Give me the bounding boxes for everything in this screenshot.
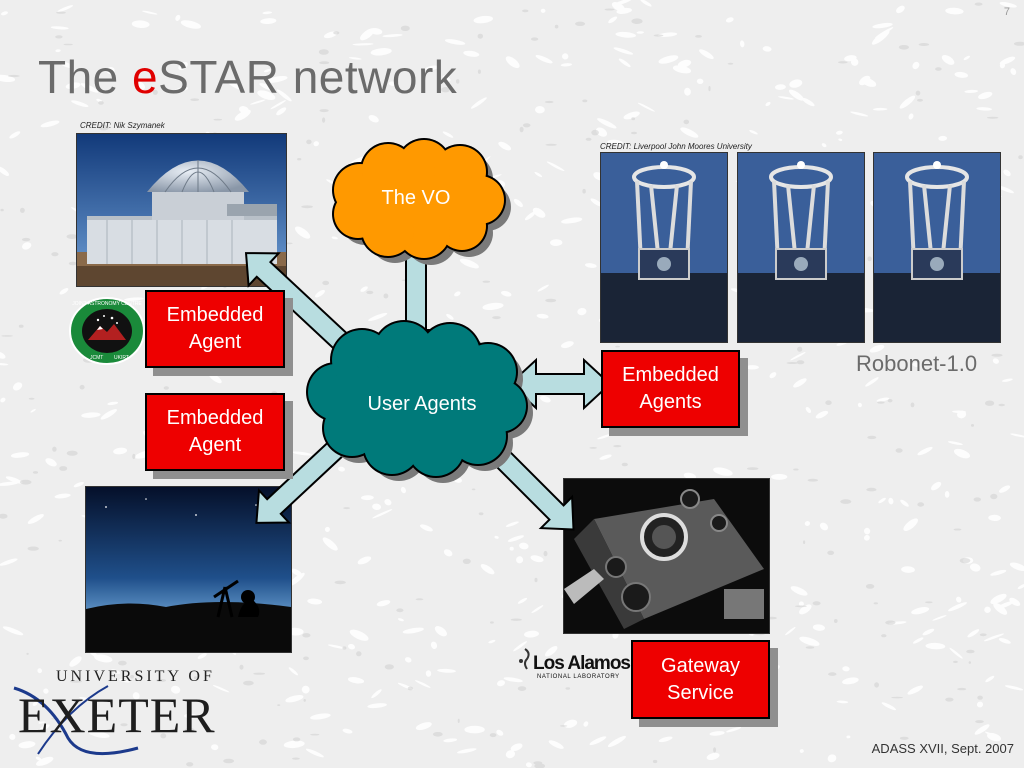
title-suffix: STAR network xyxy=(158,51,458,103)
robonet-telescope-photo-3 xyxy=(873,152,1001,343)
embedded-agents-line-1: Embedded xyxy=(622,364,719,386)
credit-left: CREDIT: Nik Szymanek xyxy=(80,121,165,130)
embedded-agent-2-line-1: Embedded xyxy=(166,407,264,429)
title-highlight: e xyxy=(132,51,159,103)
page-number: 7 xyxy=(1003,6,1010,18)
robonet-telescope-photo-2 xyxy=(737,152,865,343)
jac-logo: JOINT ASTRONOMY CENTRE JCMT UKIRT xyxy=(69,297,145,365)
embedded-agent-2-line-2: Agent xyxy=(188,434,242,456)
vo-cloud-label: The VO xyxy=(381,187,451,209)
los-alamos-name: Los Alamos xyxy=(533,653,631,674)
vo-cloud xyxy=(332,138,511,265)
observatory-photo xyxy=(76,133,287,287)
title-prefix: The xyxy=(38,51,133,103)
jac-ukirt-text: UKIRT xyxy=(114,355,129,361)
exeter-main-text: EXETER xyxy=(18,687,216,743)
gateway-service-line-2: Service xyxy=(667,681,734,704)
los-alamos-emblem-icon xyxy=(519,648,530,670)
los-alamos-sub: NATIONAL LABORATORY xyxy=(537,674,620,680)
exeter-logo: UNIVERSITY OF EXETER xyxy=(8,668,238,760)
gateway-service-line-1: Gateway xyxy=(661,654,740,677)
embedded-agents-box: Embedded Agents xyxy=(601,350,740,428)
embedded-agent-1-line-2: Agent xyxy=(188,331,242,353)
exeter-swoosh-icon xyxy=(13,685,139,756)
instrument-photo xyxy=(563,478,770,634)
robonet-label: Robonet-1.0 xyxy=(856,351,978,376)
credit-right: CREDIT: Liverpool John Moores University xyxy=(600,142,752,151)
exeter-top-text: UNIVERSITY OF xyxy=(56,668,215,685)
user-agents-cloud xyxy=(306,320,533,483)
jac-jcmt-text: JCMT xyxy=(90,355,103,361)
user-agents-cloud-label: User Agents xyxy=(367,393,477,415)
amateur-telescope-photo xyxy=(85,486,292,653)
los-alamos-logo: Los Alamos NATIONAL LABORATORY xyxy=(517,645,631,685)
gateway-service-box: Gateway Service xyxy=(631,640,770,719)
footer-text: ADASS XVII, Sept. 2007 xyxy=(871,741,1014,756)
slide-title: The eSTAR network xyxy=(38,50,457,104)
jac-ring-text: JOINT ASTRONOMY CENTRE xyxy=(72,301,142,307)
embedded-agent-box-1: Embedded Agent xyxy=(145,290,285,368)
embedded-agents-line-2: Agents xyxy=(639,391,702,413)
embedded-agent-box-2: Embedded Agent xyxy=(145,393,285,471)
embedded-agent-1-line-1: Embedded xyxy=(166,304,264,326)
robonet-telescope-photo-1 xyxy=(600,152,728,343)
